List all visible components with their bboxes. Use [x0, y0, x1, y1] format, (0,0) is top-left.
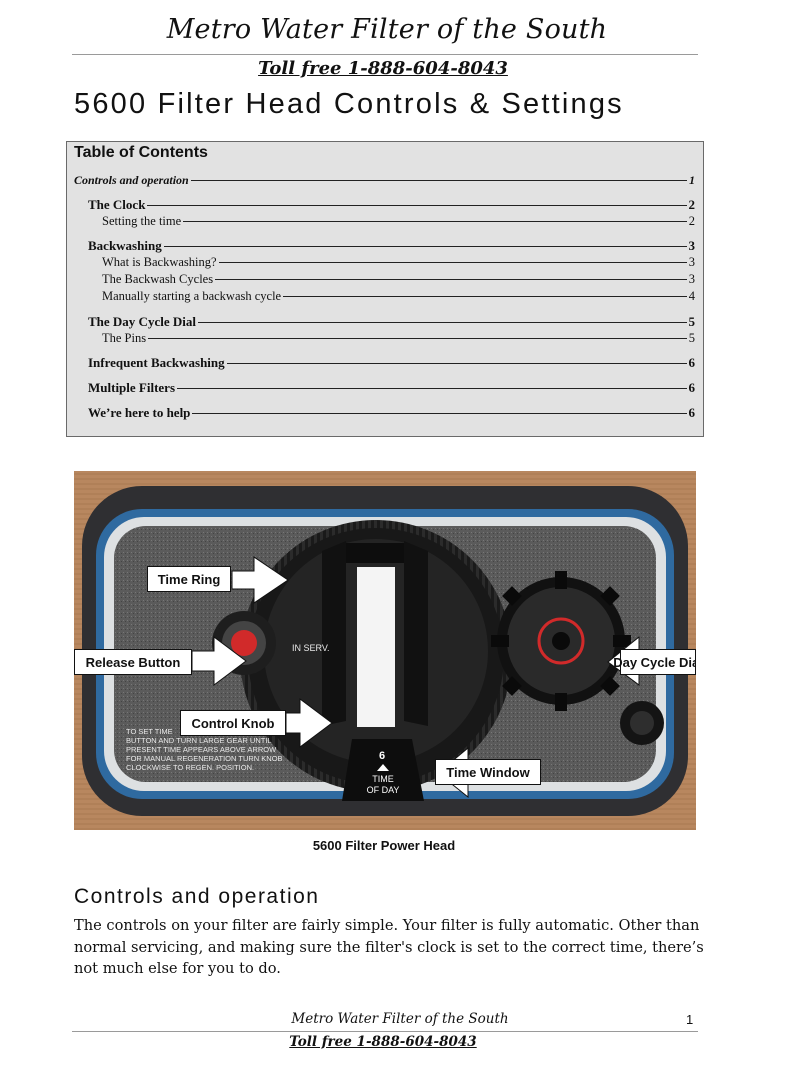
instruction-line-2: BUTTON AND TURN LARGE GEAR UNTIL — [126, 736, 272, 745]
callout-release-button: Release Button — [74, 649, 192, 675]
toc-heading: Table of Contents — [74, 144, 208, 161]
in-service-label: IN SERV. — [292, 643, 330, 653]
time-of-day-label-1: TIME — [372, 774, 394, 784]
toc-entry-page: 1 — [689, 173, 695, 187]
arrow-control-knob-icon — [285, 698, 333, 748]
toc-entry-setting-the-time[interactable]: Setting the time 2 — [102, 214, 695, 229]
toc-entry-controls-and-operation[interactable]: Controls and operation 1 — [74, 173, 695, 188]
toc-leader — [197, 322, 687, 323]
toc-entry-manually-starting-backwash[interactable]: Manually starting a backwash cycle 4 — [102, 289, 695, 304]
toc-entry-the-backwash-cycles[interactable]: The Backwash Cycles 3 — [102, 272, 695, 287]
toc-leader — [163, 246, 687, 247]
filter-head-illustration: 6 TIME OF DAY IN SERV. TO SET TIME BUTTO… — [74, 471, 696, 830]
header-company-name: Metro Water Filter of the South — [166, 14, 608, 45]
table-of-contents: Table of Contents Controls and operation… — [66, 141, 704, 437]
instruction-line-5: CLOCKWISE TO REGEN. POSITION. — [126, 763, 254, 772]
photo-caption: 5600 Filter Power Head — [312, 838, 456, 853]
toc-entry-label: The Clock — [88, 197, 146, 212]
toc-entry-label: We’re here to help — [88, 405, 191, 420]
toc-entry-page: 6 — [688, 355, 696, 370]
callout-day-cycle-dial: Day Cycle Dial — [613, 649, 696, 675]
toc-leader — [215, 279, 687, 280]
toc-entry-label: The Day Cycle Dial — [88, 314, 196, 329]
callout-control-knob: Control Knob — [180, 710, 286, 736]
toc-entry-label: Infrequent Backwashing — [88, 355, 225, 370]
toc-leader — [183, 221, 687, 222]
toc-entry-label: The Backwash Cycles — [102, 272, 214, 286]
arrow-release-button-icon — [191, 636, 247, 686]
toc-entry-page: 5 — [688, 314, 696, 329]
toc-leader — [190, 180, 687, 181]
toc-entry-page: 5 — [688, 331, 695, 345]
toc-leader — [177, 388, 687, 389]
toc-entry-page: 3 — [688, 272, 695, 286]
toc-leader — [226, 363, 687, 364]
toc-entry-page: 4 — [688, 289, 695, 303]
instruction-line-4: FOR MANUAL REGENERATION TURN KNOB — [126, 754, 283, 763]
toc-leader — [192, 413, 687, 414]
footer-rule — [72, 1031, 698, 1032]
toc-entry-backwashing[interactable]: Backwashing 3 — [88, 238, 695, 254]
toc-entry-page: 3 — [688, 238, 696, 253]
toc-entry-label: Setting the time — [102, 214, 182, 228]
toc-entry-label: Backwashing — [88, 238, 162, 253]
toc-entry-infrequent-backwashing[interactable]: Infrequent Backwashing 6 — [88, 355, 695, 371]
header-phone: Toll free 1-888-604-8043 — [258, 58, 508, 79]
footer-phone: Toll free 1-888-604-8043 — [289, 1034, 477, 1050]
arrow-time-ring-icon — [231, 556, 289, 604]
page-title: 5600 Filter Head Controls & Settings — [74, 88, 624, 120]
footer-company-name: Metro Water Filter of the South — [291, 1011, 509, 1027]
toc-entry-the-pins[interactable]: The Pins 5 — [102, 331, 695, 346]
instruction-line-1: TO SET TIME — [126, 727, 173, 736]
toc-entry-label: Controls and operation — [74, 173, 189, 187]
toc-entry-label: Multiple Filters — [88, 380, 176, 395]
toc-leader — [147, 205, 687, 206]
toc-leader — [218, 262, 687, 263]
instruction-line-3: PRESENT TIME APPEARS ABOVE ARROW — [126, 745, 277, 754]
release-button-red — [231, 630, 257, 656]
toc-entry-page: 3 — [688, 255, 695, 269]
toc-entry-page: 6 — [688, 405, 696, 420]
callout-time-ring: Time Ring — [147, 566, 231, 592]
section-body-text: The controls on your filter are fairly s… — [74, 917, 704, 977]
toc-entry-label: Manually starting a backwash cycle — [102, 289, 282, 303]
toc-entry-the-day-cycle-dial[interactable]: The Day Cycle Dial 5 — [88, 314, 695, 330]
filter-head-photo: 6 TIME OF DAY IN SERV. TO SET TIME BUTTO… — [74, 471, 696, 830]
toc-entry-were-here-to-help[interactable]: We’re here to help 6 — [88, 405, 695, 421]
toc-entry-page: 2 — [688, 214, 695, 228]
toc-entry-page: 2 — [688, 197, 696, 212]
section-heading: Controls and operation — [74, 885, 320, 908]
toc-entry-multiple-filters[interactable]: Multiple Filters 6 — [88, 380, 695, 396]
time-window-hour: 6 — [379, 750, 385, 762]
toc-leader — [283, 296, 687, 297]
header-rule — [72, 54, 698, 55]
toc-entry-label: The Pins — [102, 331, 147, 345]
toc-leader — [148, 338, 687, 339]
time-arrow-icon — [377, 764, 389, 771]
toc-entry-page: 6 — [688, 380, 696, 395]
toc-entry-the-clock[interactable]: The Clock 2 — [88, 197, 695, 213]
page-number: 1 — [686, 1012, 694, 1027]
time-of-day-label-2: OF DAY — [367, 785, 400, 795]
callout-time-window: Time Window — [435, 759, 541, 785]
toc-entry-what-is-backwashing[interactable]: What is Backwashing? 3 — [102, 255, 695, 270]
toc-entry-label: What is Backwashing? — [102, 255, 217, 269]
